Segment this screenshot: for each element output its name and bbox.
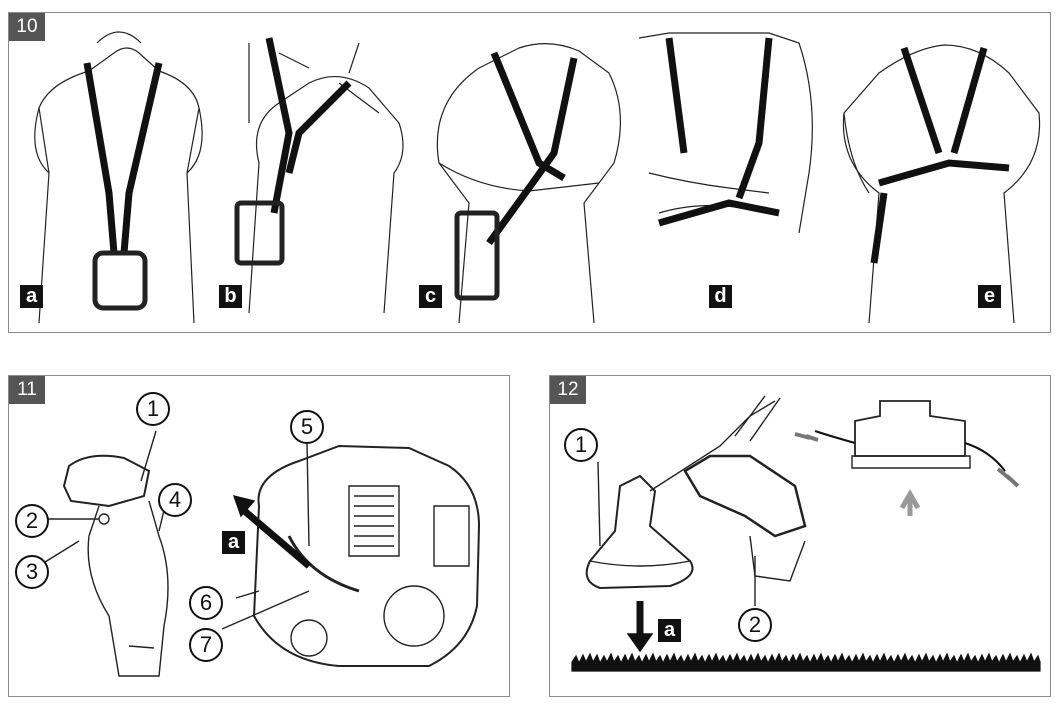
harness-b-straps (269, 38, 349, 213)
figure-11-art (9, 376, 511, 698)
leader-7 (222, 591, 309, 629)
callout-2: 2 (738, 608, 772, 642)
callout-3: 3 (15, 555, 49, 589)
callout-1: 1 (564, 428, 598, 462)
callout-5: 5 (290, 410, 324, 444)
arrow-a-head (628, 634, 652, 651)
leader-5 (307, 444, 309, 546)
harness-a-straps (87, 63, 159, 253)
trimmer-head-illustration (587, 396, 805, 588)
figure-number: 11 (9, 376, 45, 404)
person-a-outline (35, 32, 202, 323)
step-label-e: e (978, 285, 1001, 308)
harness-d-straps (659, 38, 779, 223)
arrow-a-shaft (241, 508, 309, 566)
step-label-b: b (219, 285, 242, 308)
arrow-label-a: a (222, 531, 245, 554)
callout-2: 2 (15, 504, 49, 538)
callout-7: 7 (189, 628, 223, 662)
arrow-a-head (234, 496, 254, 516)
harness-b-pad (237, 203, 282, 263)
engine-illustration (254, 446, 479, 666)
harness-a-pad (95, 253, 145, 308)
step-label-a: a (20, 285, 43, 308)
figure-11-panel: 11 1 2 3 4 5 6 7 a (8, 375, 510, 697)
harness-illustration (9, 13, 1052, 334)
leader-1 (141, 431, 156, 481)
person-b-outline (249, 43, 403, 313)
figure-12-panel: 12 1 2 a (549, 375, 1051, 697)
throttle-handle-illustration (64, 456, 168, 676)
callout-4: 4 (158, 483, 192, 517)
step-label-d: d (709, 285, 732, 308)
figure-number: 12 (550, 376, 586, 404)
grass-strip (572, 654, 1040, 671)
arrow-label-a: a (658, 619, 681, 642)
harness-e-straps (874, 48, 1009, 263)
figure-number: 10 (9, 13, 45, 41)
callout-6: 6 (189, 586, 223, 620)
figure-12-art (550, 376, 1052, 698)
leader-1 (598, 462, 600, 546)
harness-c-pad (457, 213, 497, 298)
callout-1: 1 (136, 392, 170, 426)
figure-10-panel: 10 a b c d e (8, 12, 1051, 333)
harness-c-straps (489, 53, 574, 243)
person-e-outline (843, 45, 1039, 323)
leader-3 (45, 541, 79, 562)
spool-illustration (815, 401, 1005, 471)
step-label-c: c (419, 285, 442, 308)
